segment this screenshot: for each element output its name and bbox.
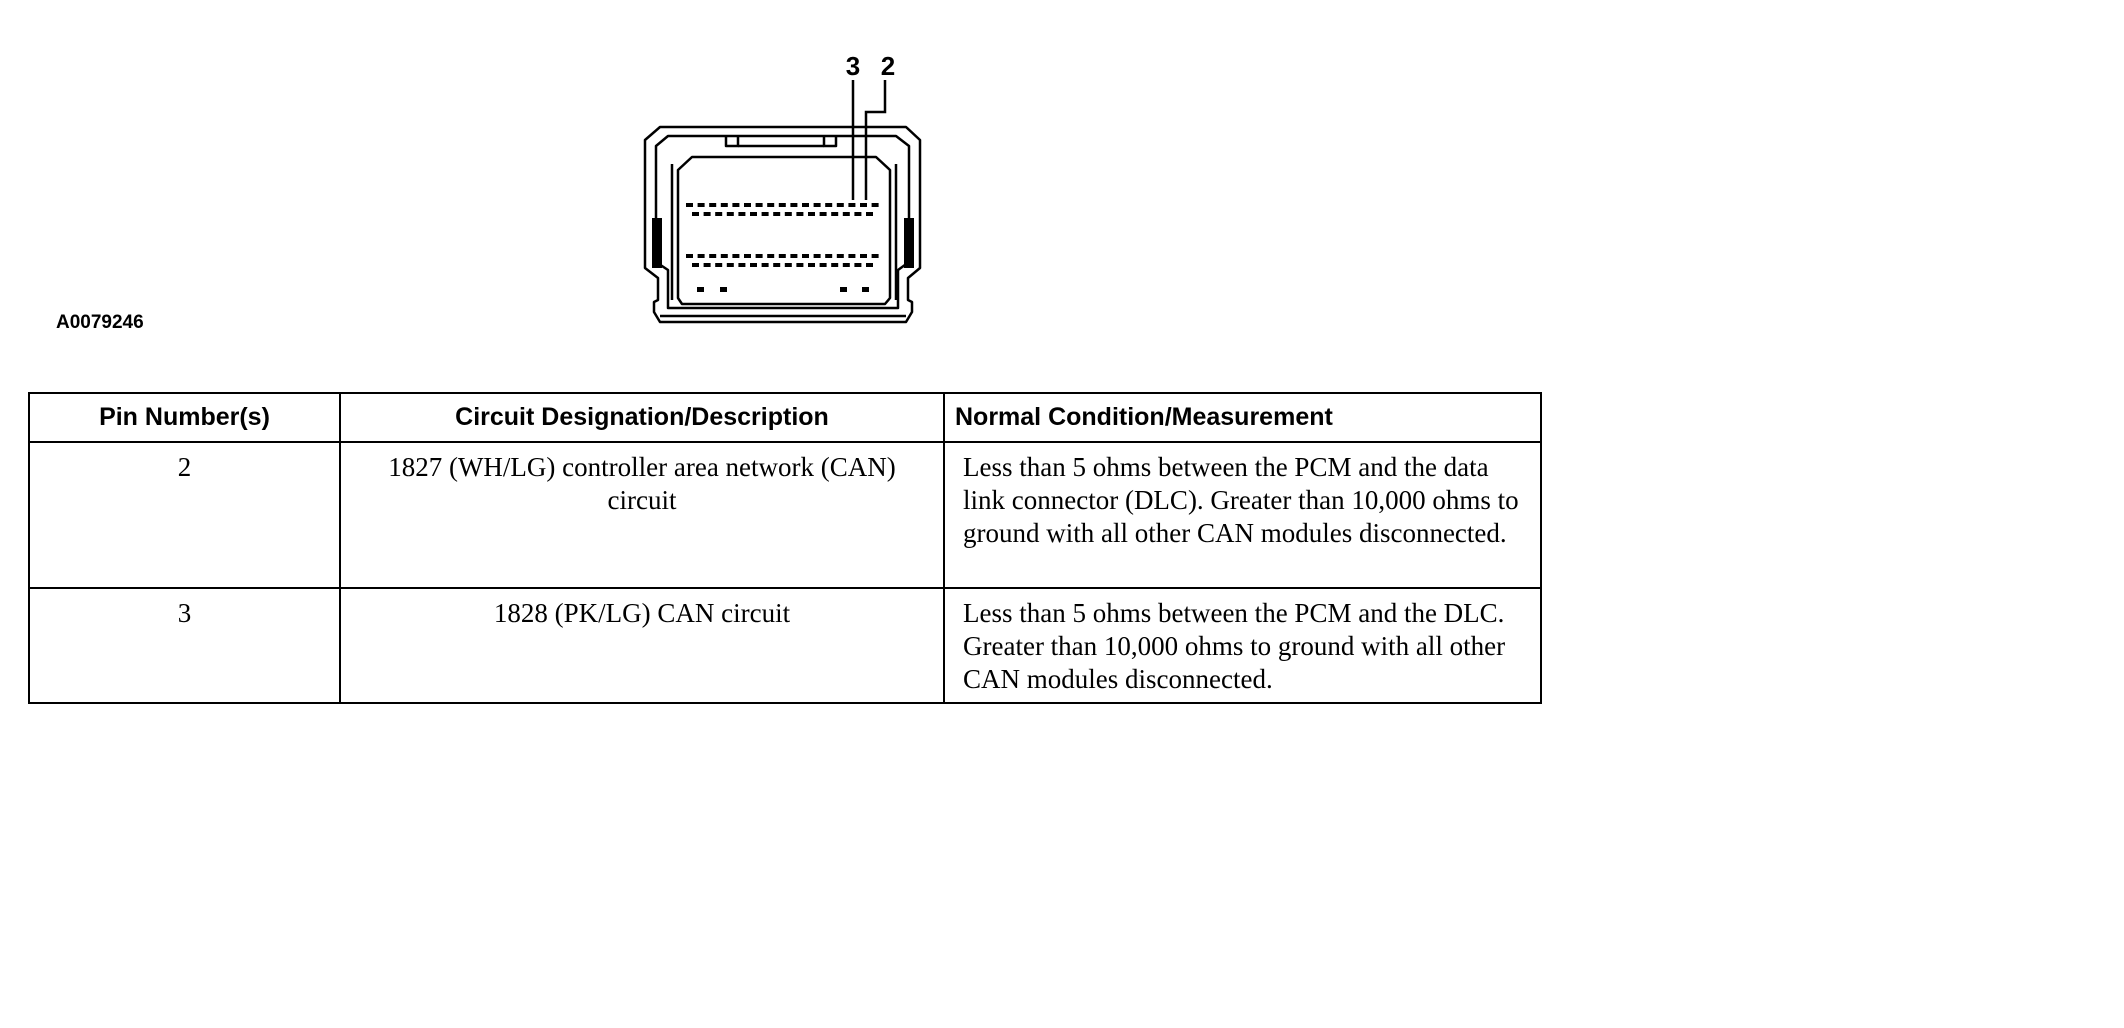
connector-terminal — [709, 254, 717, 258]
table-row: 3 1828 (PK/LG) CAN circuit Less than 5 o… — [28, 587, 1542, 704]
connector-terminal — [755, 203, 763, 207]
connector-terminal — [790, 254, 798, 258]
connector-terminal — [692, 263, 699, 267]
connector-terminal — [720, 203, 728, 207]
circuit-cell: 1828 (PK/LG) CAN circuit — [339, 587, 945, 704]
pcm-connector-icon: 3 2 — [643, 51, 922, 324]
connector-terminal — [738, 212, 746, 216]
connector-terminal — [703, 212, 711, 216]
measurement-cell: Less than 5 ohms between the PCM and the… — [943, 587, 1542, 704]
connector-terminal — [819, 263, 827, 267]
connector-terminal — [784, 212, 792, 216]
connector-terminal — [715, 263, 723, 267]
connector-terminal — [796, 212, 804, 216]
connector-terminal — [819, 212, 827, 216]
connector-terminal — [738, 263, 746, 267]
connector-terminal — [871, 254, 879, 258]
connector-terminal — [726, 263, 734, 267]
connector-terminal — [755, 254, 763, 258]
connector-terminal — [784, 263, 792, 267]
measurement-cell: Less than 5 ohms between the PCM and the… — [943, 441, 1542, 589]
table-row: 2 1827 (WH/LG) controller area network (… — [28, 441, 1542, 589]
connector-terminal — [686, 254, 693, 258]
connector-terminal — [840, 287, 847, 292]
connector-terminal — [825, 254, 833, 258]
connector-terminal — [860, 254, 867, 258]
connector-terminal — [720, 254, 728, 258]
table-header-row: Pin Number(s) Circuit Designation/Descri… — [28, 392, 1542, 443]
connector-terminal — [813, 203, 821, 207]
connector-terminal — [697, 287, 704, 292]
connector-terminal — [813, 254, 821, 258]
connector-terminal — [773, 212, 781, 216]
connector-terminal — [862, 287, 869, 292]
connector-terminal — [750, 212, 757, 216]
connector-terminal — [726, 212, 734, 216]
connector-terminal — [767, 254, 775, 258]
pin-cell: 3 — [28, 587, 341, 704]
connector-terminal — [761, 263, 769, 267]
connector-terminal — [773, 263, 781, 267]
connector-terminal — [836, 254, 844, 258]
connector-terminal — [744, 203, 751, 207]
connector-terminal — [848, 254, 856, 258]
connector-terminal — [732, 203, 740, 207]
connector-terminal — [767, 203, 775, 207]
connector-terminal — [866, 212, 873, 216]
connector-terminal — [761, 212, 769, 216]
connector-terminal — [744, 254, 751, 258]
callout-pin-2: 2 — [881, 51, 895, 81]
connector-terminal — [825, 203, 833, 207]
connector-terminal — [750, 263, 757, 267]
circuit-cell: 1827 (WH/LG) controller area network (CA… — [339, 441, 945, 589]
connector-terminal — [854, 263, 862, 267]
connector-terminal — [802, 254, 809, 258]
header-pin-number: Pin Number(s) — [28, 392, 341, 443]
connector-terminal — [703, 263, 711, 267]
connector-terminal — [697, 254, 705, 258]
connector-terminal — [778, 203, 786, 207]
connector-terminal — [778, 254, 786, 258]
connector-terminal — [831, 212, 839, 216]
connector-terminal — [697, 203, 705, 207]
connector-terminal — [790, 203, 798, 207]
header-measurement: Normal Condition/Measurement — [943, 392, 1542, 443]
connector-terminal — [796, 263, 804, 267]
connector-terminal — [848, 203, 856, 207]
connector-terminal — [709, 203, 717, 207]
figure-id: A0079246 — [56, 312, 144, 333]
connector-terminal — [842, 263, 850, 267]
connector-terminal — [715, 212, 723, 216]
pin-cell: 2 — [28, 441, 341, 589]
connector-terminal — [720, 287, 727, 292]
connector-terminal — [686, 203, 693, 207]
connector-terminal — [802, 203, 809, 207]
connector-terminal — [831, 263, 839, 267]
connector-terminal — [871, 203, 879, 207]
connector-terminal — [836, 203, 844, 207]
connector-terminal — [732, 254, 740, 258]
connector-terminal — [866, 263, 873, 267]
callout-pin-3: 3 — [846, 51, 860, 81]
connector-terminal — [860, 203, 867, 207]
connector-terminal — [842, 212, 850, 216]
pin-table: Pin Number(s) Circuit Designation/Descri… — [28, 392, 1542, 704]
connector-terminal — [808, 263, 815, 267]
header-circuit: Circuit Designation/Description — [339, 392, 945, 443]
connector-terminal — [808, 212, 815, 216]
connector-terminal — [692, 212, 699, 216]
connector-terminal — [854, 212, 862, 216]
